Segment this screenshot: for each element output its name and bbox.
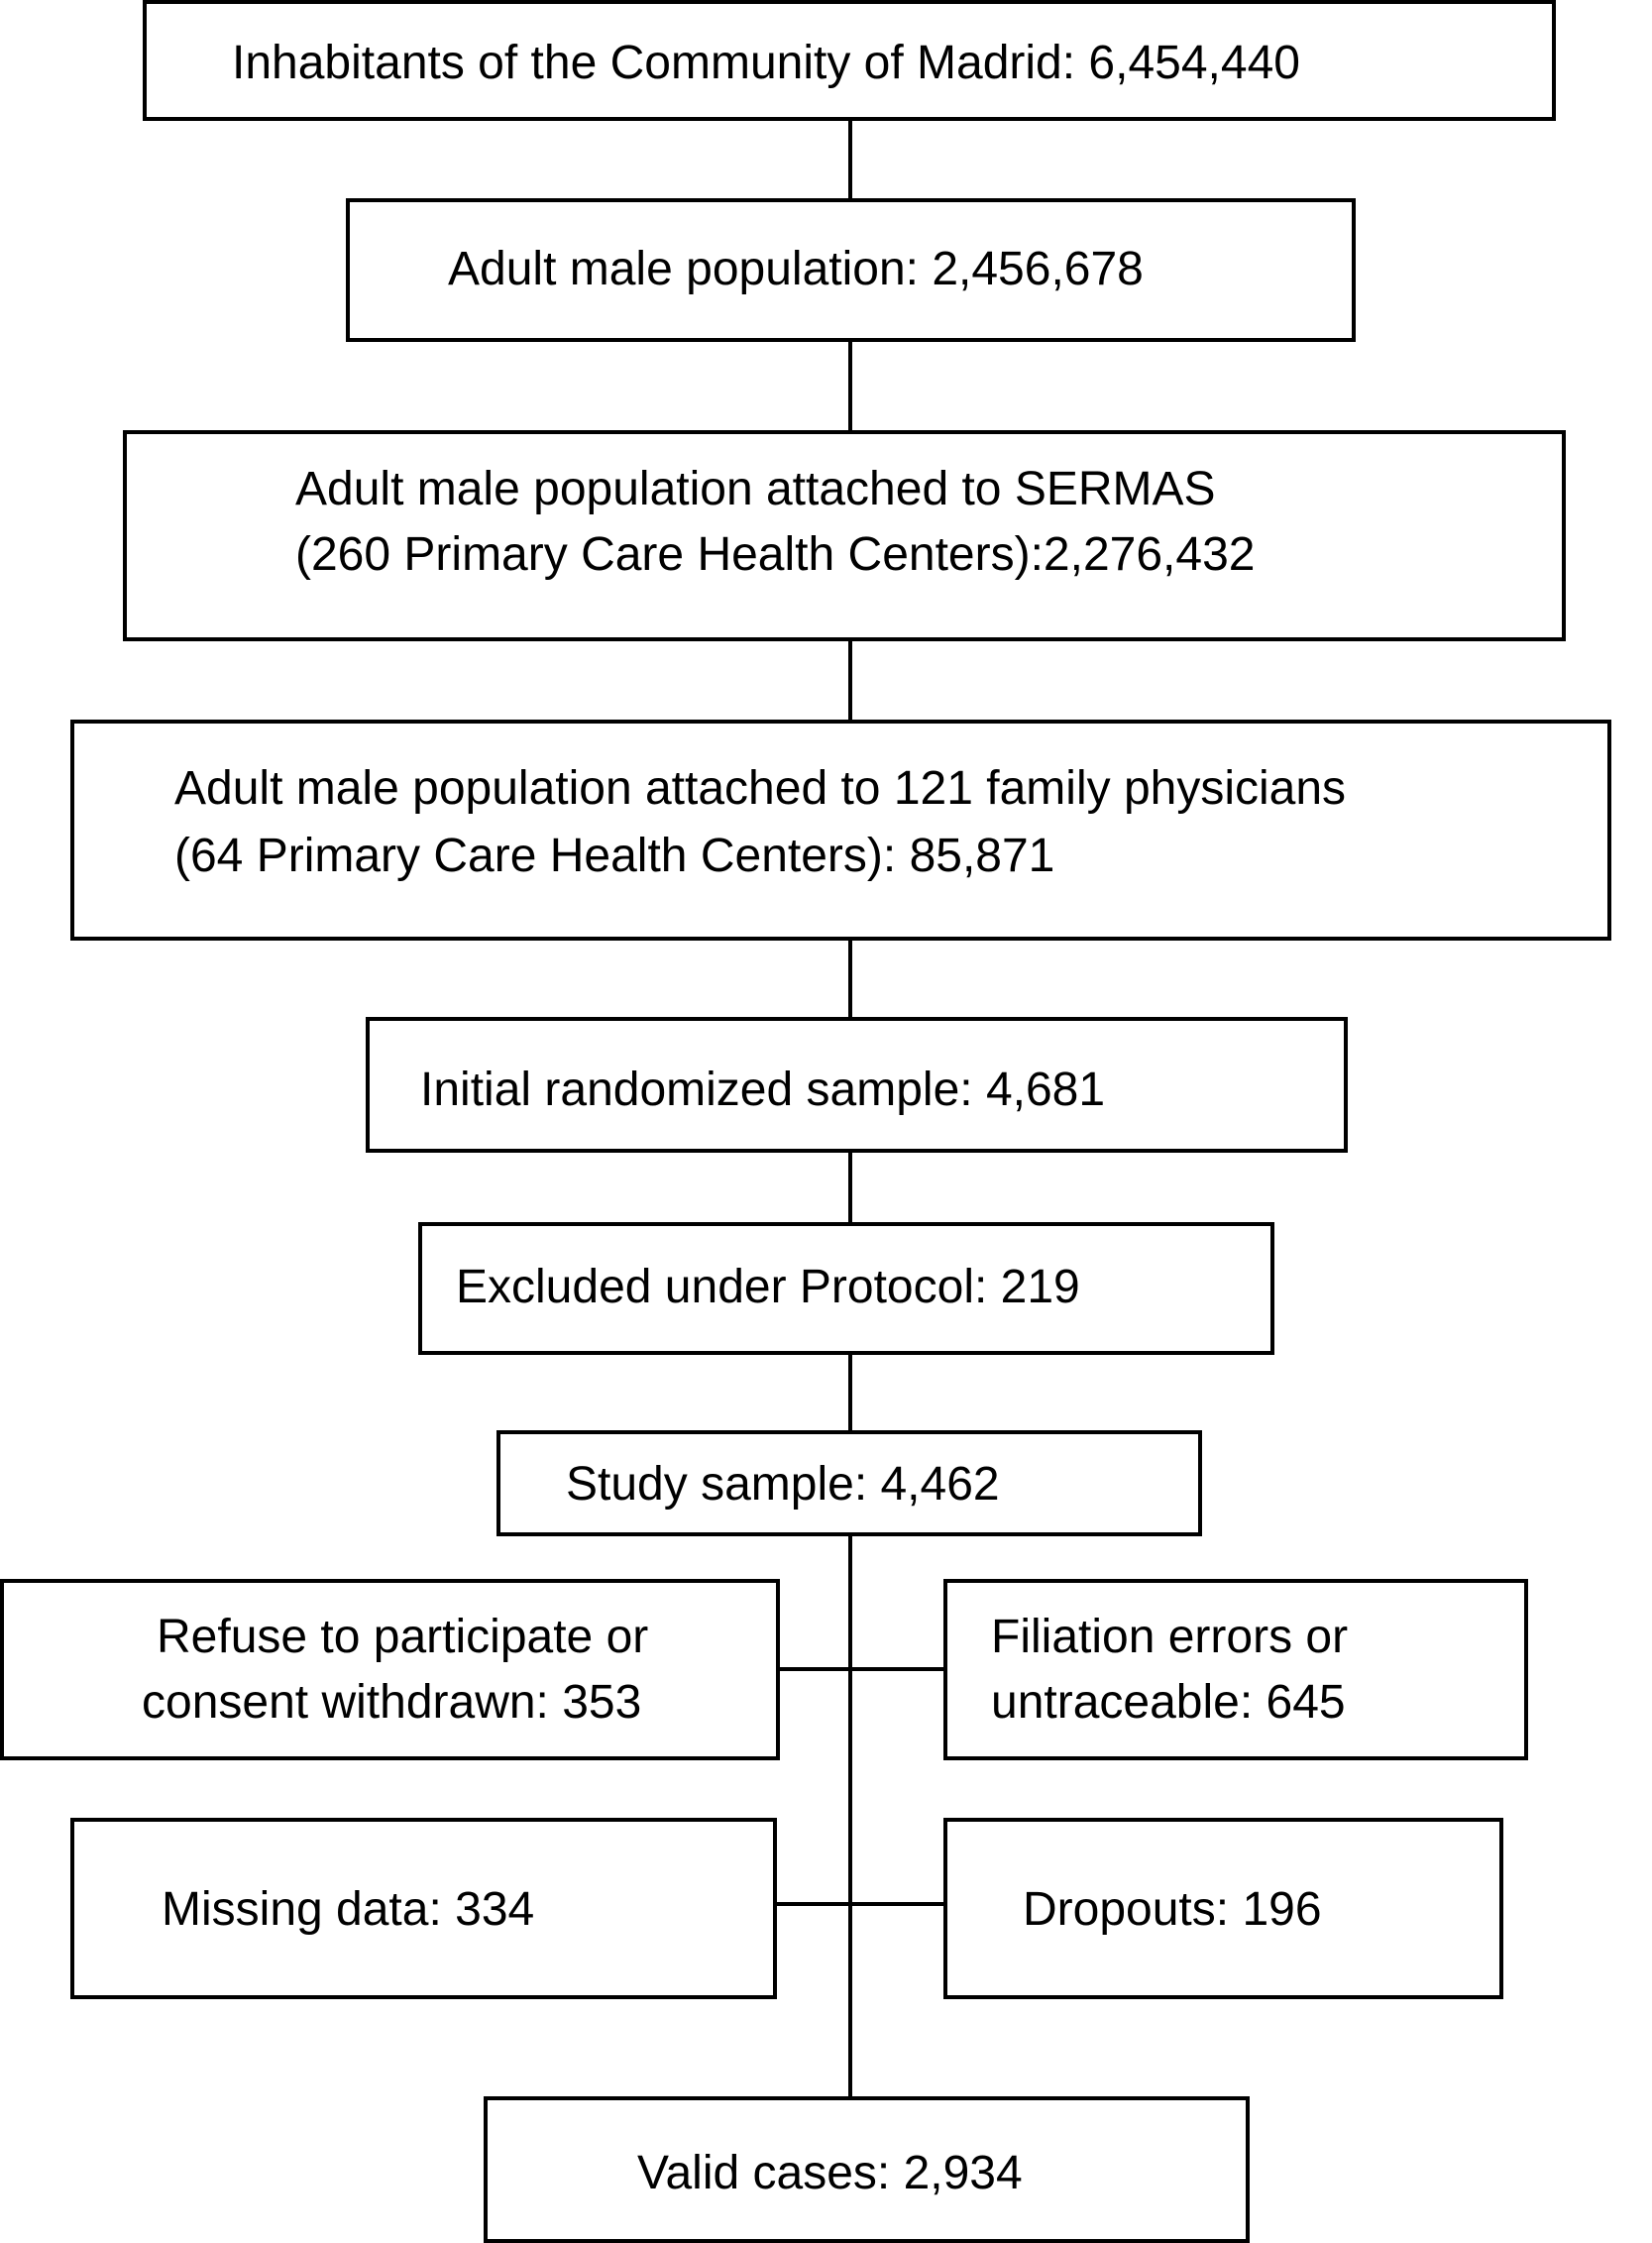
box-refuse-line2: consent withdrawn: 353: [142, 1676, 642, 1729]
box-excluded-under-protocol: Excluded under Protocol: 219: [418, 1222, 1274, 1355]
box-initial-randomized-sample: Initial randomized sample: 4,681: [366, 1017, 1348, 1153]
box-inhabitants-text: Inhabitants of the Community of Madrid: …: [232, 37, 1300, 89]
box-filiation-errors: Filiation errors or untraceable: 645: [943, 1579, 1528, 1760]
box-excluded-text: Excluded under Protocol: 219: [456, 1261, 1080, 1313]
box-refuse-or-withdrawn: Refuse to participate or consent withdra…: [0, 1579, 780, 1760]
box-dropouts-text: Dropouts: 196: [1023, 1883, 1322, 1936]
box-physicians-line2: (64 Primary Care Health Centers): 85,871: [174, 830, 1055, 882]
box-family-physicians-population: Adult male population attached to 121 fa…: [70, 720, 1611, 941]
box-randomized-text: Initial randomized sample: 4,681: [420, 1064, 1106, 1116]
box-filiation-line1: Filiation errors or: [991, 1611, 1349, 1663]
box-adult-male-population-text: Adult male population: 2,456,678: [448, 243, 1144, 295]
box-sermas-line1: Adult male population attached to SERMAS: [295, 463, 1216, 515]
box-sermas-population: Adult male population attached to SERMAS…: [123, 430, 1566, 641]
box-inhabitants: Inhabitants of the Community of Madrid: …: [143, 0, 1556, 121]
box-valid-cases: Valid cases: 2,934: [484, 2096, 1250, 2243]
box-adult-male-population: Adult male population: 2,456,678: [346, 198, 1356, 342]
box-valid-text: Valid cases: 2,934: [637, 2147, 1023, 2199]
box-missing-data: Missing data: 334: [70, 1818, 777, 1999]
box-physicians-line1: Adult male population attached to 121 fa…: [174, 762, 1347, 815]
box-dropouts: Dropouts: 196: [943, 1818, 1503, 1999]
box-filiation-line2: untraceable: 645: [991, 1676, 1346, 1729]
box-sermas-line2: (260 Primary Care Health Centers):2,276,…: [295, 528, 1256, 581]
box-study-sample: Study sample: 4,462: [496, 1430, 1202, 1536]
box-refuse-line1: Refuse to participate or: [157, 1611, 649, 1663]
box-missing-text: Missing data: 334: [162, 1883, 535, 1936]
box-study-text: Study sample: 4,462: [566, 1458, 1000, 1511]
